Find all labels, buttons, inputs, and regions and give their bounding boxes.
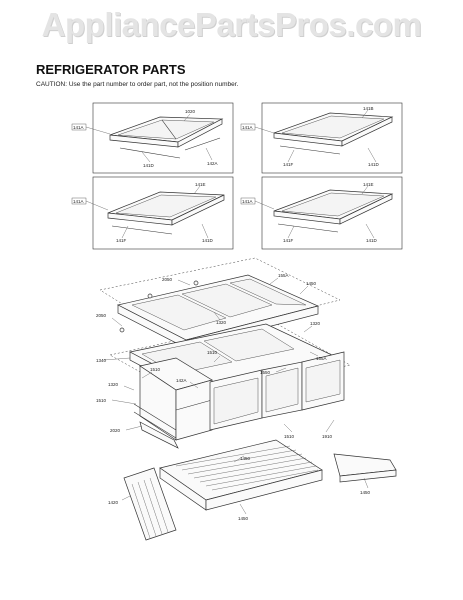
callout-label: 142A bbox=[176, 378, 187, 383]
callout-label: 141D bbox=[143, 163, 155, 168]
callout-label: 1510 bbox=[207, 350, 218, 355]
crisper-assembly: 2050 155A 1450 2050 1320 1340 1510 1320 … bbox=[96, 257, 397, 541]
callout-label: 1450 bbox=[240, 456, 251, 461]
callout-label: 2050 bbox=[96, 313, 107, 318]
left-side-cover bbox=[123, 467, 177, 541]
callout-label: 141E bbox=[363, 182, 374, 187]
callout-label: 1020 bbox=[185, 109, 196, 114]
callout-label: 1420 bbox=[108, 500, 119, 505]
callout-label: 141D bbox=[202, 238, 214, 243]
callout-label: 155A bbox=[278, 273, 289, 278]
callout-label: 1910 bbox=[322, 434, 333, 439]
callout-label: 1340 bbox=[96, 358, 107, 363]
callout-label: 1320 bbox=[216, 320, 227, 325]
callout-label: 1450 bbox=[306, 281, 317, 286]
callout-label: 141F bbox=[283, 238, 294, 243]
callout-label: 1510 bbox=[284, 434, 295, 439]
callout-label: 1320 bbox=[108, 382, 119, 387]
callout-label: 141B bbox=[363, 106, 374, 111]
callout-label: 1450 bbox=[360, 490, 371, 495]
callout-label: 141F bbox=[283, 162, 294, 167]
callout-label: 141A bbox=[73, 125, 84, 130]
callout-label: 141A bbox=[73, 199, 84, 204]
callout-label: 1510 bbox=[96, 398, 107, 403]
callout-label: 2020 bbox=[110, 428, 121, 433]
callout-label: 141D bbox=[368, 162, 380, 167]
shelf-box-4: 141A 141E 141F 141D bbox=[240, 176, 403, 250]
shelf-box-1: 141A 1020 141D 142A bbox=[71, 102, 234, 174]
shelf-box-3: 141A 141E 141F 141D bbox=[71, 176, 234, 250]
callout-label: 141A bbox=[242, 125, 253, 130]
callout-label: 142A bbox=[207, 161, 218, 166]
callout-label: 141E bbox=[195, 182, 206, 187]
callout-label: 1510 bbox=[150, 367, 161, 372]
callout-label: 1550 bbox=[260, 370, 271, 375]
callout-label: 141A bbox=[242, 199, 253, 204]
page-title: REFRIGERATOR PARTS bbox=[36, 62, 186, 77]
callout-label: 1320 bbox=[310, 321, 321, 326]
caution-note: CAUTION: Use the part number to order pa… bbox=[36, 81, 239, 88]
callout-label: 155A bbox=[316, 356, 327, 361]
shelf-box-2: 141A 141B 141F 141D bbox=[240, 102, 403, 174]
callout-label: 1450 bbox=[238, 516, 249, 521]
callout-label: 141D bbox=[366, 238, 378, 243]
callout-label: 2050 bbox=[162, 277, 173, 282]
callout-label: 141F bbox=[116, 238, 127, 243]
watermark-logo: AppliancePartsPros.com bbox=[41, 6, 422, 43]
